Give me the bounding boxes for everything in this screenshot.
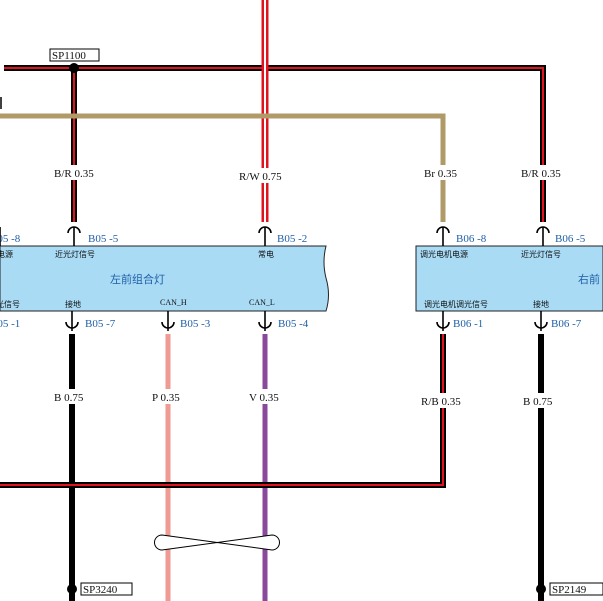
left-bottom-signal-2: 接地 — [65, 299, 81, 309]
pin-terminal-bottom — [161, 311, 175, 332]
right-lamp-title: 右前 — [578, 272, 600, 286]
pin-b05-8: B05 -8 — [0, 233, 21, 245]
splice-box-top — [49, 48, 100, 62]
right-bottom-signal-1: 调光电机调光信号 — [424, 299, 488, 309]
left-lamp-title: 左前组合灯 — [110, 272, 165, 286]
splice-dot-bottom-right — [536, 584, 546, 594]
right-bottom-signal-2: 接地 — [533, 299, 549, 309]
pin-terminal-bottom — [534, 311, 548, 332]
pin-b05-1: B05 -1 — [0, 318, 20, 330]
splice-dot-bottom-left — [67, 584, 77, 594]
wire-label-rw: R/W 0.75 — [239, 171, 282, 183]
wire-label-rb: R/B 0.35 — [421, 396, 461, 408]
splice-dot-top — [69, 63, 79, 73]
wire-label-brown: Br 0.35 — [424, 168, 458, 180]
splice-label-top: SP1100 — [52, 50, 86, 62]
pin-b05-5: B05 -5 — [88, 233, 119, 245]
twisted-pair-symbol — [154, 534, 280, 551]
pin-terminal-bottom — [65, 311, 79, 332]
pin-b06-1: B06 -1 — [453, 318, 483, 330]
right-top-signal-1: 调光电机电源 — [420, 249, 468, 259]
pin-terminal-top — [536, 222, 550, 246]
splice-box-bottom-right — [549, 582, 603, 596]
wire-label-b-075-b: B 0.75 — [523, 396, 553, 408]
wire-label-b-075-a: B 0.75 — [54, 392, 84, 404]
pin-b05-2: B05 -2 — [277, 233, 307, 245]
wire-rb — [0, 334, 446, 488]
pin-terminal-bottom — [258, 311, 272, 332]
wire-label-br-b: B/R 0.35 — [521, 168, 561, 180]
left-bottom-signal-3: CAN_H — [160, 298, 187, 307]
left-bottom-signal-4: CAN_L — [249, 298, 275, 307]
connector-right-lamp: 右前 调光电机电源 近光灯信号 调光电机调光信号 接地 — [415, 245, 603, 312]
wire-labels: B/R 0.35 R/W 0.75 Br 0.35 B/R 0.35 B 0.7… — [52, 165, 567, 408]
pin-b06-5: B06 -5 — [555, 233, 586, 245]
pin-terminal-bottom — [436, 311, 450, 332]
pin-b05-7: B05 -7 — [85, 318, 116, 330]
left-top-signal-3: 常电 — [258, 249, 274, 259]
left-top-signal-1: 电源 — [0, 249, 13, 259]
right-top-signal-2: 近光灯信号 — [521, 249, 561, 259]
wire-label-pink: P 0.35 — [152, 392, 180, 404]
connector-left-lamp: 左前组合灯 电源 近光灯信号 常电 光信号 接地 CAN_H CAN_L — [0, 245, 329, 312]
pin-terminal-top — [67, 222, 81, 246]
pin-b05-4: B05 -4 — [278, 318, 309, 330]
pin-b05-3: B05 -3 — [180, 318, 211, 330]
wire-label-violet: V 0.35 — [249, 392, 279, 404]
pin-terminal-top — [436, 222, 450, 246]
pin-terminal-top — [258, 222, 272, 246]
splice-label-bottom-left: SP3240 — [83, 584, 118, 596]
splice-label-bottom-right: SP2149 — [552, 584, 587, 596]
pin-b06-8: B06 -8 — [456, 233, 487, 245]
splice-box-bottom-left — [80, 582, 133, 596]
left-top-signal-2: 近光灯信号 — [55, 249, 95, 259]
pin-terminals — [0, 222, 550, 332]
pin-b06-7: B06 -7 — [551, 318, 582, 330]
left-bottom-signal-1: 光信号 — [0, 299, 20, 309]
wire-label-br-a: B/R 0.35 — [54, 168, 94, 180]
wire-brown — [0, 113, 446, 226]
wire-br-bus-top — [4, 65, 546, 226]
